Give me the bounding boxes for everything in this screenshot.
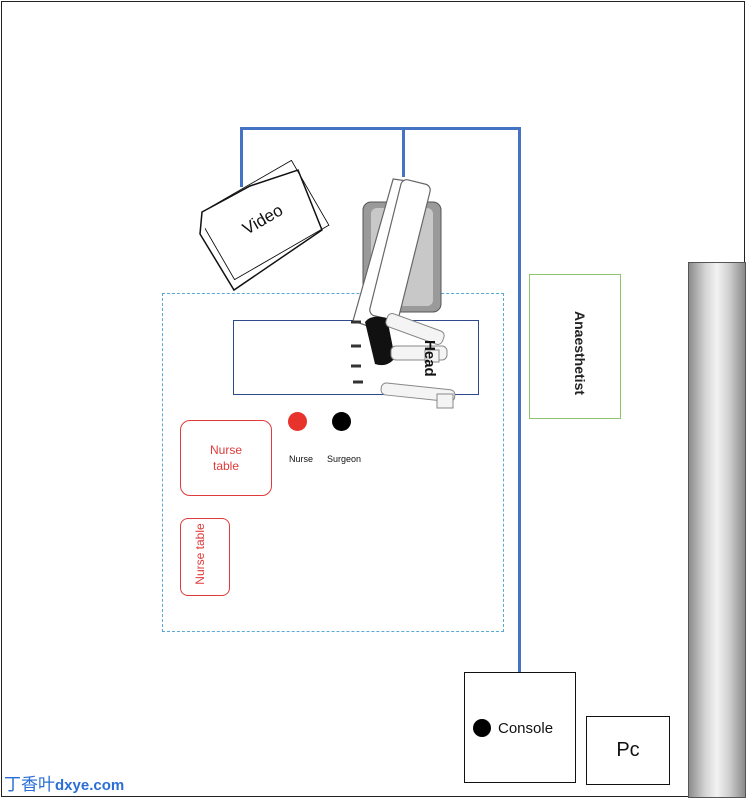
nurse-table-large: Nurse table (180, 420, 272, 496)
nurse-table-small-label: Nurse table (193, 523, 207, 585)
watermark: 丁香叶dxye.com (4, 770, 124, 795)
pc-station: Pc (586, 716, 670, 785)
anaesthetist-label: Anaesthetist (572, 311, 588, 396)
sterile-field-area (162, 293, 504, 632)
head-label: Head (421, 340, 438, 377)
nurse-label: Nurse (289, 454, 314, 464)
video-tower-outline (199, 169, 323, 292)
cable-mid-drop (402, 127, 405, 177)
anaesthetist-zone: Anaesthetist (529, 274, 621, 419)
cable-top (240, 127, 521, 130)
nurse-table-small: Nurse table (180, 518, 230, 596)
surgeon-position-marker (332, 412, 351, 431)
cable-right-drop (518, 127, 521, 673)
nurse-table-large-label: Nurse table (209, 443, 242, 473)
console-dot (473, 719, 491, 737)
cable-video-left (240, 127, 243, 187)
nurse-position-marker (288, 412, 307, 431)
wall-structure (688, 262, 746, 798)
watermark-site: dxye.com (55, 777, 125, 794)
robot-cart-icon (351, 178, 456, 409)
surgeon-label: Surgeon (327, 454, 362, 464)
console-label: Console (498, 720, 554, 737)
pc-label: Pc (616, 739, 640, 761)
surgeon-console: Console (464, 672, 576, 783)
watermark-cn: 丁香叶 (4, 775, 55, 794)
